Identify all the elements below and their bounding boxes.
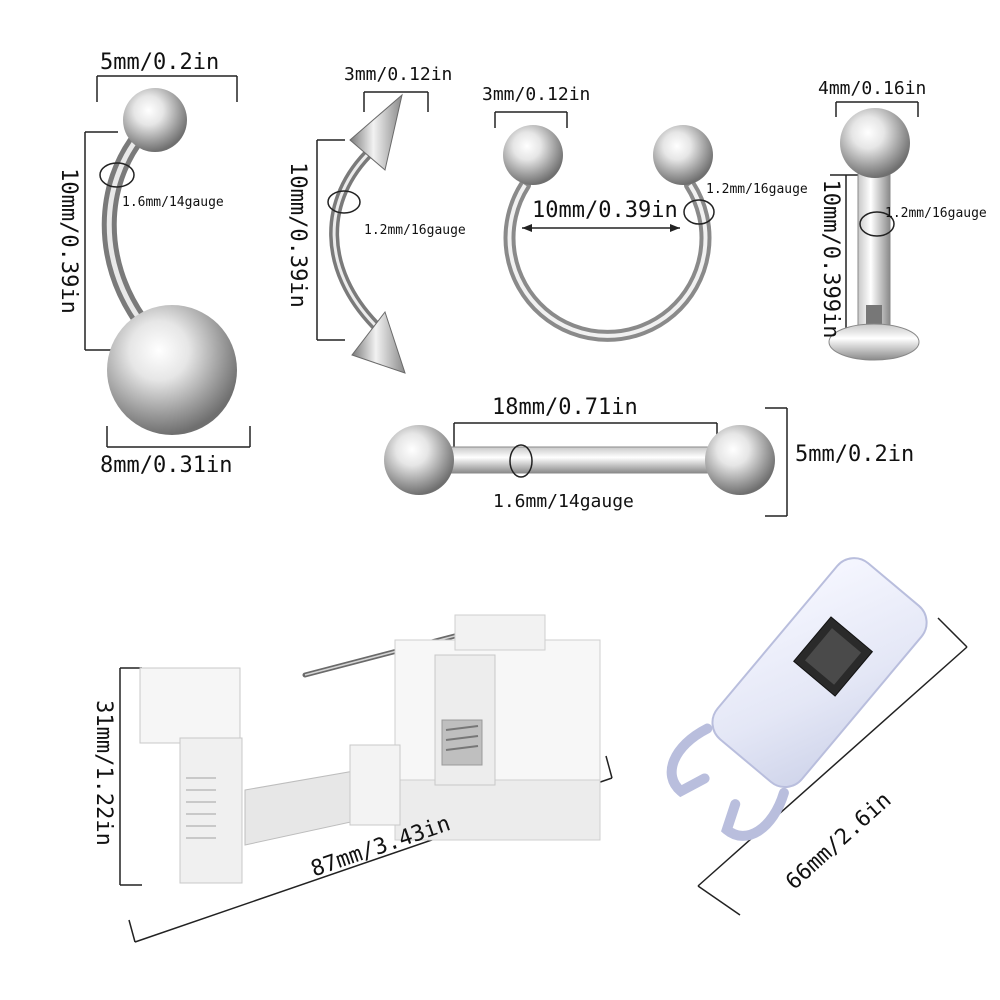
gun-height-label: 31mm/1.22in: [91, 700, 116, 846]
labret-gauge-label: 1.2mm/16gauge: [885, 206, 987, 221]
belly-ring-top-ball: [123, 88, 187, 152]
barbell-gauge-marker: [509, 444, 533, 478]
horseshoe-ring: [494, 111, 715, 342]
barbell-right-ball: [705, 425, 775, 495]
spike-curved-barbell: [316, 91, 429, 374]
gun-front-block: [139, 667, 241, 744]
belly-ring-length-label: 10mm/0.39in: [56, 168, 81, 314]
horseshoe-gauge-marker: [683, 199, 715, 225]
spike-top: [349, 93, 403, 171]
spike-length-dimension: [316, 139, 345, 341]
belly-ring-bottom-ball: [107, 305, 237, 435]
belly-ring-gauge-label: 1.6mm/14gauge: [122, 195, 224, 210]
belly-ring-gauge-marker: [99, 162, 135, 188]
belly-ring-width-label: 5mm/0.2in: [100, 50, 220, 75]
gun-handle: [179, 737, 243, 884]
labret-flat-back: [828, 323, 920, 361]
clip-length-dimension: [697, 617, 968, 916]
barbell-length-dimension: [453, 422, 718, 447]
horseshoe-left-ball: [503, 125, 563, 185]
belly-ring-width-dimension: [96, 75, 238, 102]
belly-ring: [84, 75, 251, 448]
gun-rail: [244, 769, 361, 846]
clip-jaws: [666, 723, 789, 841]
spike-gauge-marker: [327, 190, 361, 214]
labret-length-label: 10mm/0.399in: [818, 179, 843, 339]
horseshoe-right-ball: [653, 125, 713, 185]
horseshoe-ball-dimension: [494, 111, 568, 128]
barbell-height-label: 5mm/0.2in: [795, 442, 915, 467]
labret-length-dimension: [830, 174, 862, 342]
barbell-length-label: 18mm/0.71in: [492, 395, 638, 420]
barbell-bar: [429, 446, 736, 474]
straight-barbell: [384, 407, 788, 517]
labret-gauge-marker: [859, 211, 895, 237]
horseshoe-diameter-label: 10mm/0.39in: [532, 198, 678, 223]
clip-holder: [666, 557, 968, 916]
spike-bottom: [351, 310, 406, 374]
spike-width-label: 3mm/0.12in: [344, 64, 453, 85]
gun-height-dimension: [119, 667, 142, 886]
barbell-height-dimension: [765, 407, 788, 517]
belly-ring-bottom-label: 8mm/0.31in: [100, 453, 233, 478]
labret-ball-label: 4mm/0.16in: [818, 78, 927, 99]
labret-stud: [828, 101, 920, 361]
piercing-gun: [119, 614, 613, 943]
barbell-gauge-label: 1.6mm/14gauge: [493, 491, 634, 512]
horseshoe-gauge-label: 1.2mm/16gauge: [706, 182, 808, 197]
spike-length-label: 10mm/0.39in: [285, 162, 310, 308]
labret-ball-dimension: [835, 101, 919, 117]
labret-ball: [840, 108, 910, 178]
spike-gauge-label: 1.2mm/16gauge: [364, 223, 466, 238]
belly-ring-bottom-dimension: [106, 426, 251, 448]
barbell-left-ball: [384, 425, 454, 495]
spike-width-dimension: [363, 91, 429, 112]
horseshoe-ball-label: 3mm/0.12in: [482, 84, 591, 105]
